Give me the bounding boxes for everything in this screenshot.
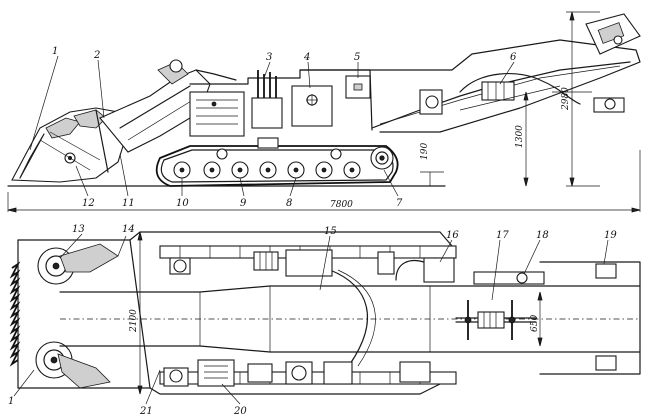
dim-190-label: 190 <box>420 143 430 160</box>
track-rollers <box>173 161 361 179</box>
callout-1-plan: 1 <box>8 396 14 407</box>
plan-leaders <box>13 233 609 405</box>
plan-view: 2100 650 13 14 15 16 17 18 19 <box>8 224 641 417</box>
callout-19: 19 <box>604 230 617 241</box>
dim-width-total: 2100 <box>129 231 143 395</box>
callout-14: 14 <box>122 224 135 235</box>
callout-11: 11 <box>122 198 135 209</box>
plan-upper-components <box>169 249 641 375</box>
side-leaders <box>29 55 515 197</box>
drive-shaft-assembly <box>455 300 537 340</box>
side-view: 7800 190 1300 2980 <box>7 11 641 213</box>
gathering-arms <box>17 239 151 389</box>
crawler-track <box>155 137 399 187</box>
dim-height-body: 1300 <box>515 91 529 187</box>
dim-2100-label: 2100 <box>129 309 139 333</box>
dim-2980-label: 2980 <box>561 87 571 111</box>
callout-20: 20 <box>233 406 247 417</box>
callout-12: 12 <box>82 198 95 209</box>
central-conveyor <box>59 269 641 367</box>
callout-5: 5 <box>354 52 360 63</box>
callout-8: 8 <box>286 198 292 209</box>
dim-1300-label: 1300 <box>515 125 525 148</box>
callout-9: 9 <box>240 198 247 209</box>
drive-sprocket <box>370 146 394 170</box>
loader-boom <box>99 59 237 153</box>
callout-18: 18 <box>536 230 549 241</box>
callout-10: 10 <box>176 198 189 209</box>
control-valves <box>251 70 283 129</box>
dim-height-total: 2980 <box>561 11 600 187</box>
callout-3: 3 <box>266 52 272 63</box>
discharge-inset <box>585 13 641 55</box>
main-frame <box>189 69 373 137</box>
callout-15: 15 <box>324 226 337 237</box>
callout-4: 4 <box>303 52 310 63</box>
dim-7800-label: 7800 <box>330 200 353 210</box>
callout-6: 6 <box>510 52 517 63</box>
callout-2: 2 <box>93 50 100 61</box>
dim-width-conveyor: 650 <box>530 291 543 347</box>
dim-clearance: 190 <box>420 143 444 186</box>
front-teeth <box>9 261 21 367</box>
pump-20 <box>197 359 235 387</box>
callout-13: 13 <box>72 224 85 235</box>
callout-1: 1 <box>52 46 58 57</box>
callout-16: 16 <box>446 230 459 241</box>
callout-21: 21 <box>139 406 153 417</box>
gathering-head <box>11 107 129 183</box>
motor-16 <box>423 257 455 283</box>
dim-650-label: 650 <box>530 315 540 332</box>
callout-7: 7 <box>396 198 403 209</box>
plan-lower-components <box>163 359 431 387</box>
callout-17: 17 <box>496 230 509 241</box>
dim-length: 7800 <box>7 150 641 213</box>
